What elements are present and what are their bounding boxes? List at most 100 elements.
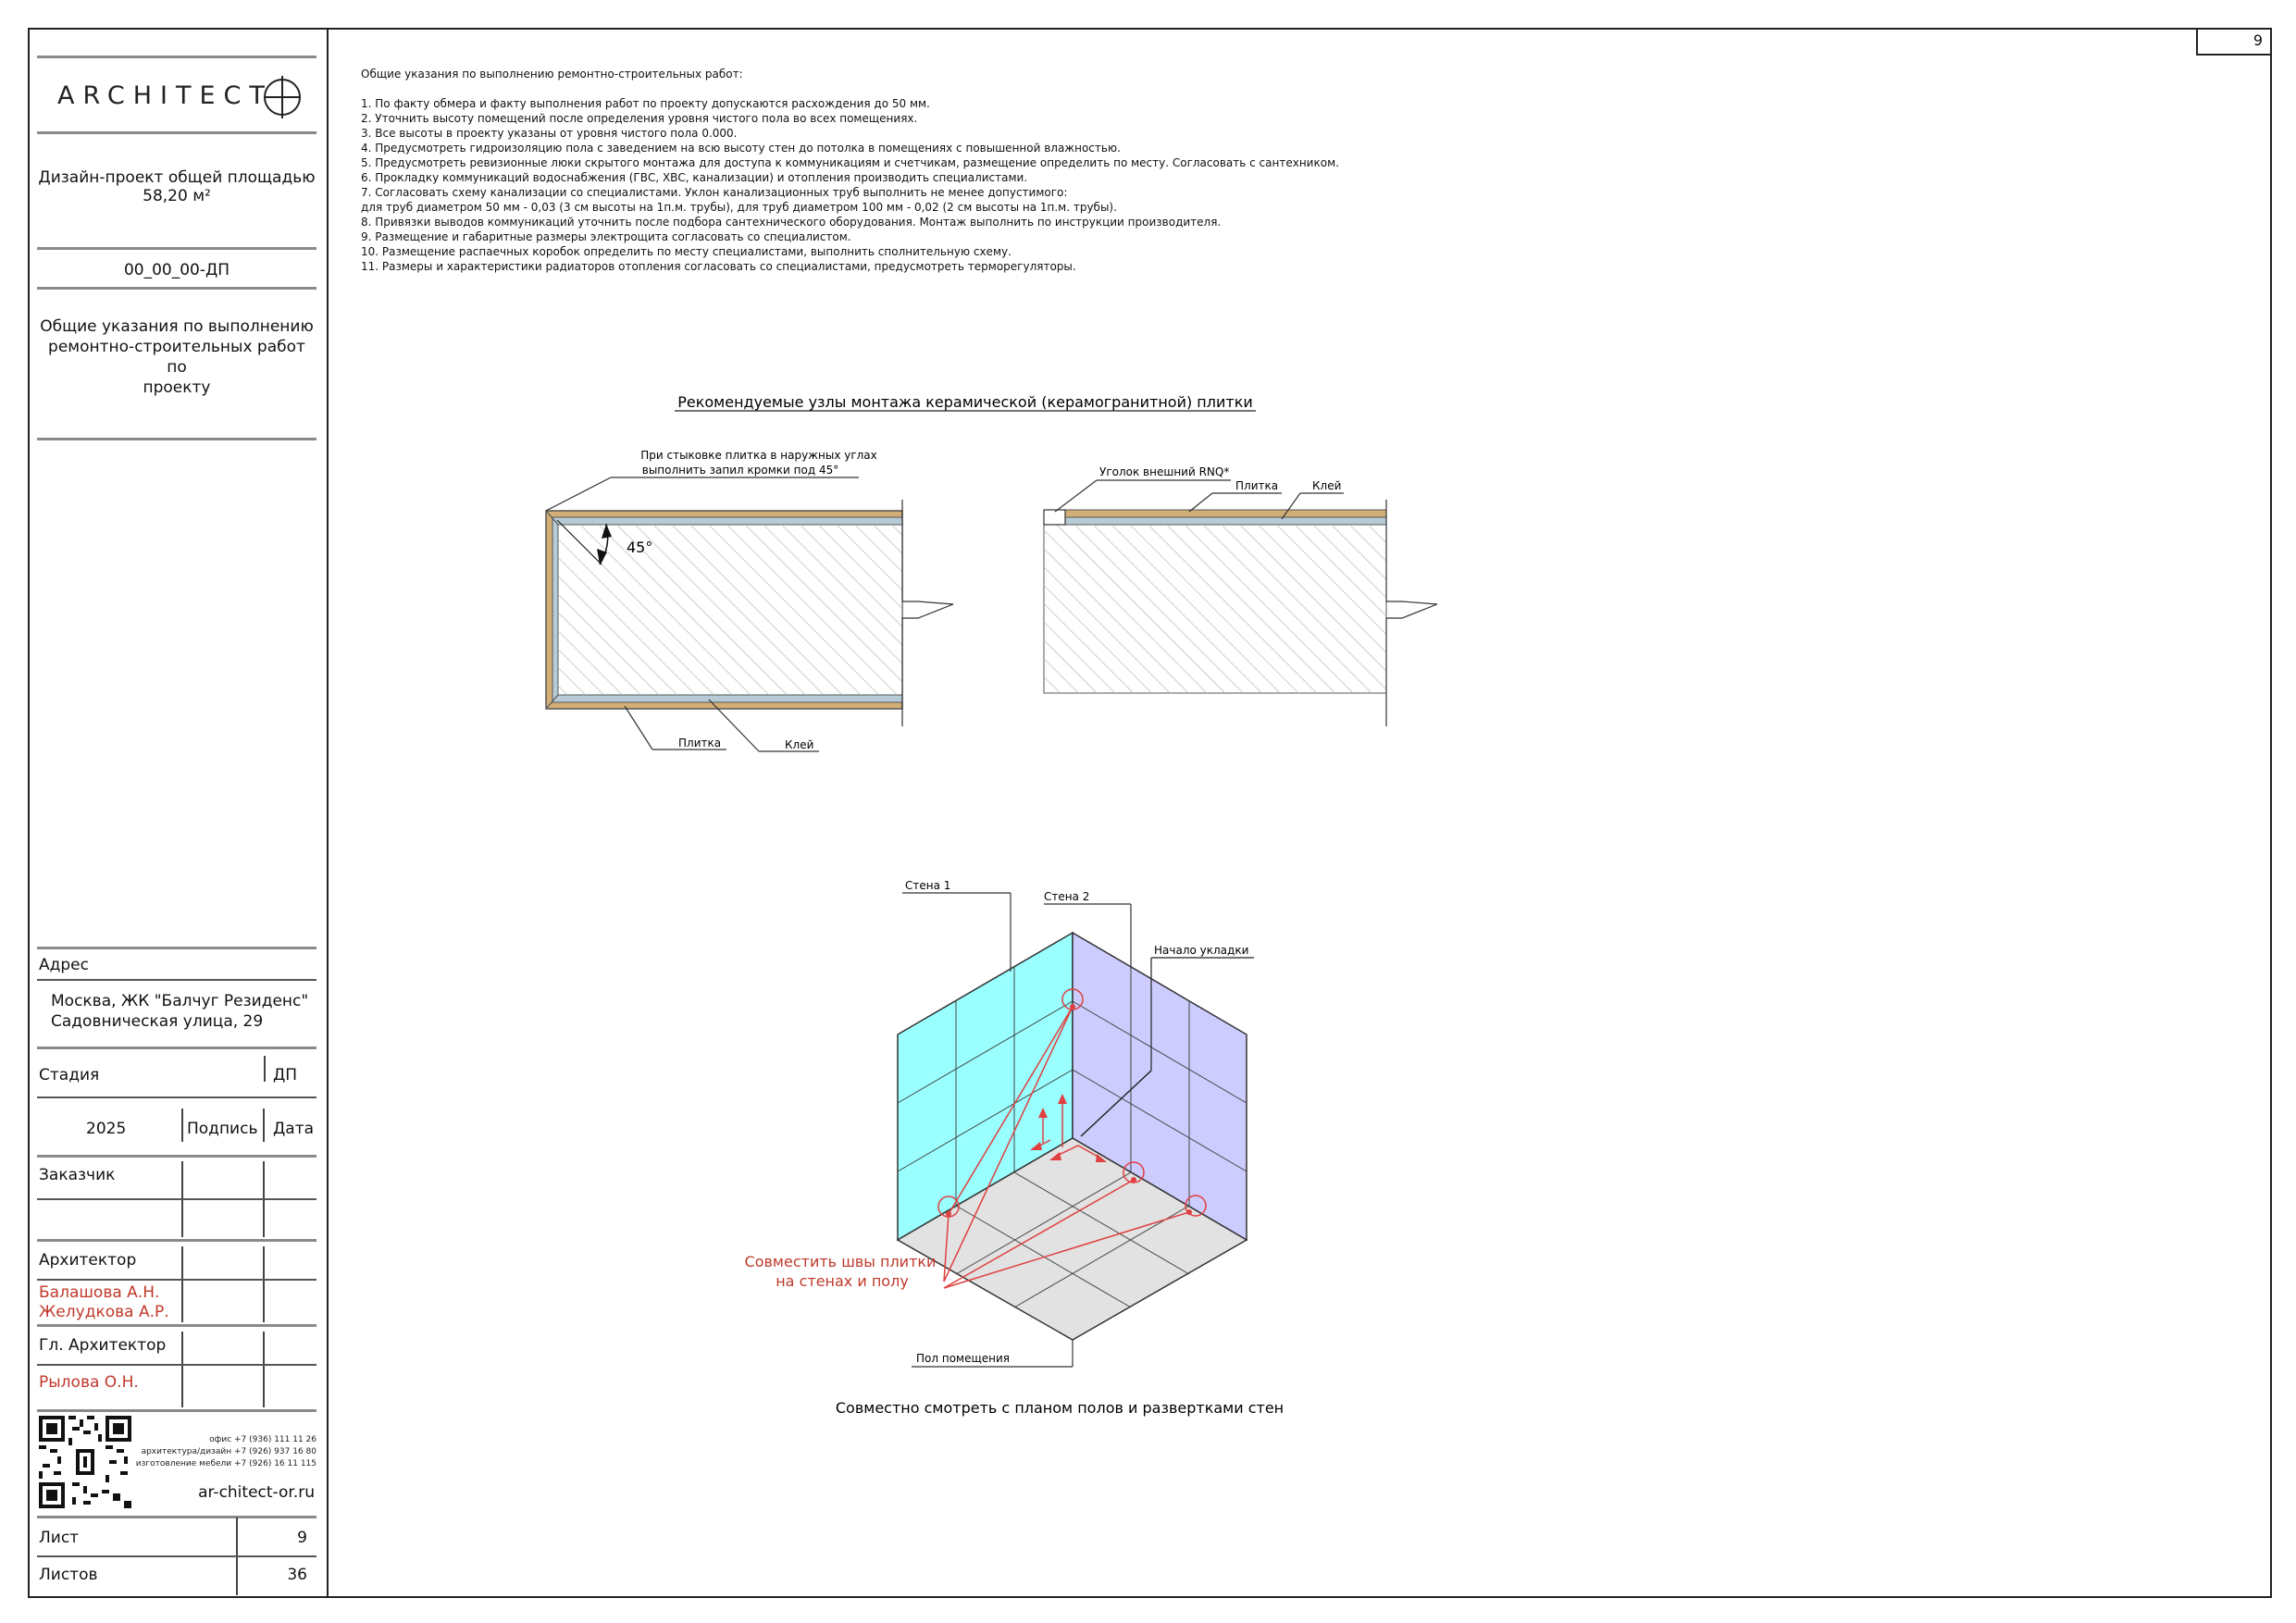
- sheet-title-line: ремонтно-строительных работ по: [48, 338, 305, 377]
- leader-line: [1188, 492, 1213, 513]
- contact-line: офис +7 (936) 111 11 26: [209, 1435, 316, 1444]
- notes-title: Общие указания по выполнению ремонтно-ст…: [361, 68, 743, 81]
- tile-layer: [1043, 509, 1387, 518]
- note-item: 2. Уточнить высоту помещений после опред…: [361, 112, 918, 125]
- sheets-value: 36: [287, 1566, 307, 1584]
- address: Москва, ЖК "Балчуг Резиденс" Садовническ…: [51, 991, 308, 1032]
- note-item: 1. По факту обмера и факту выполнения ра…: [361, 97, 930, 110]
- arrow-head-icon: [597, 549, 607, 564]
- cell-border: [181, 1332, 183, 1407]
- arrow-right-icon: [1096, 1154, 1107, 1162]
- architect-name: Желудкова А.Р.: [39, 1303, 169, 1321]
- page-number: 9: [2196, 28, 2272, 56]
- tile-nodes-title: Рекомендуемые узлы монтажа керамической …: [677, 393, 1253, 411]
- iso-room: Стена 1 Стена 2 Начало укладки Совместит…: [745, 879, 1254, 1368]
- marker-line: [948, 1006, 1074, 1215]
- contacts: офис +7 (936) 111 11 26 архитектура/диза…: [130, 1434, 316, 1470]
- architect-names: Балашова А.Н. Желудкова А.Р.: [39, 1283, 169, 1322]
- angle-label: 45°: [627, 539, 652, 556]
- drawing-frame: [28, 28, 2272, 1598]
- general-notes: Общие указания по выполнению ремонтно-ст…: [361, 67, 1842, 274]
- floor-label: Пол помещения: [916, 1352, 1010, 1365]
- left-callout-line2: выполнить запил кромки под 45°: [642, 464, 838, 477]
- leader-line: [1281, 492, 1301, 520]
- break-line: [901, 500, 954, 726]
- arrow-left-icon: [1030, 1142, 1042, 1150]
- project-title-line: Дизайн-проект общей площадью: [38, 168, 316, 187]
- note-item: 8. Привязки выводов коммуникаций уточнит…: [361, 216, 1222, 229]
- logo-text: ARCHITECT: [57, 81, 273, 110]
- architect-label: Архитектор: [39, 1251, 137, 1270]
- wall-hatch: [558, 525, 902, 695]
- divider: [37, 1096, 316, 1098]
- marker-line: [943, 1211, 1190, 1289]
- wall-1-grid: [897, 967, 1074, 1206]
- divider: [37, 1516, 316, 1518]
- left-callout-line1: При стыковке плитка в наружных углах: [640, 449, 877, 462]
- divider: [37, 1555, 316, 1557]
- angle-leg: [556, 519, 602, 565]
- sheet-label: Лист: [39, 1529, 80, 1547]
- divider: [37, 979, 316, 981]
- divider: [37, 1239, 316, 1242]
- note-item: 3. Все высоты в проекту указаны от уровн…: [361, 127, 738, 140]
- address-line: Садовническая улица, 29: [51, 1012, 264, 1031]
- architect-name: Балашова А.Н.: [39, 1283, 160, 1302]
- sheet-title: Общие указания по выполнению ремонтно-ст…: [37, 316, 316, 398]
- cell-border: [263, 1332, 265, 1407]
- marker-line: [943, 1179, 1135, 1289]
- sheet-title-line: проекту: [143, 378, 211, 397]
- wall-2-label: Стена 2: [1044, 890, 1089, 903]
- marker-circle: [1185, 1195, 1207, 1217]
- stage-value: ДП: [273, 1066, 298, 1084]
- qr-code-icon: [39, 1416, 131, 1508]
- chief-architect-name: Рылова О.Н.: [39, 1373, 139, 1392]
- website-link[interactable]: ar-chitect-or.ru: [198, 1483, 315, 1502]
- marker-dot: [1186, 1209, 1192, 1215]
- start-label: Начало укладки: [1154, 944, 1248, 957]
- note-item: 10. Размещение распаечных коробок опреде…: [361, 245, 1011, 258]
- note-item: 6. Прокладку коммуникаций водоснабжения …: [361, 171, 1028, 184]
- title-block: ARCHITECT Дизайн-проект общей площадью 5…: [28, 28, 329, 1598]
- sheet-title-line: Общие указания по выполнению: [40, 317, 314, 336]
- date-label: Дата: [273, 1120, 315, 1138]
- break-line: [1385, 500, 1438, 726]
- leader-line: [624, 705, 653, 750]
- cell-border: [264, 1056, 266, 1082]
- year: 2025: [86, 1120, 127, 1138]
- right-tile-node: Уголок внешний RNQ* Плитка Клей: [1043, 465, 1438, 726]
- glue-layer: [1043, 516, 1387, 526]
- cell-border: [263, 1246, 265, 1322]
- marker-dot: [1131, 1177, 1136, 1183]
- divider: [37, 1364, 316, 1366]
- marker-line: [943, 1006, 1074, 1282]
- miter-cut: [545, 510, 559, 526]
- divider: [37, 438, 316, 440]
- left-glue-label: Клей: [785, 738, 813, 751]
- arrow-head-icon: [602, 524, 612, 539]
- divider: [37, 131, 316, 134]
- arrow-left-icon: [1049, 1152, 1061, 1160]
- note-item: 5. Предусмотреть ревизионные люки скрыто…: [361, 156, 1339, 169]
- align-seams-line2: на стенах и полу: [776, 1272, 909, 1290]
- project-title: Дизайн-проект общей площадью 58,20 м²: [37, 168, 316, 205]
- wall-hatch: [1044, 525, 1386, 693]
- sheet-value: 9: [297, 1529, 307, 1547]
- marker-line: [943, 1213, 949, 1282]
- divider: [37, 1155, 316, 1158]
- chief-architect-label: Гл. Архитектор: [39, 1336, 167, 1355]
- company-logo: ARCHITECT: [57, 74, 301, 120]
- divider: [37, 1324, 316, 1327]
- arrow-up-icon: [1058, 1094, 1067, 1104]
- cell-border: [181, 1109, 183, 1142]
- document-code: 00_00_00-ДП: [123, 261, 230, 279]
- marker-dot: [946, 1211, 951, 1217]
- alignment-markers: [937, 988, 1207, 1289]
- right-corner-label: Уголок внешний RNQ*: [1099, 465, 1229, 478]
- marker-arrowheads: [946, 1004, 1192, 1217]
- arrow-up-icon: [1038, 1108, 1048, 1118]
- left-tile-label: Плитка: [678, 737, 721, 750]
- logo-mark-icon: [264, 76, 301, 118]
- start-arrow: [1054, 1145, 1102, 1159]
